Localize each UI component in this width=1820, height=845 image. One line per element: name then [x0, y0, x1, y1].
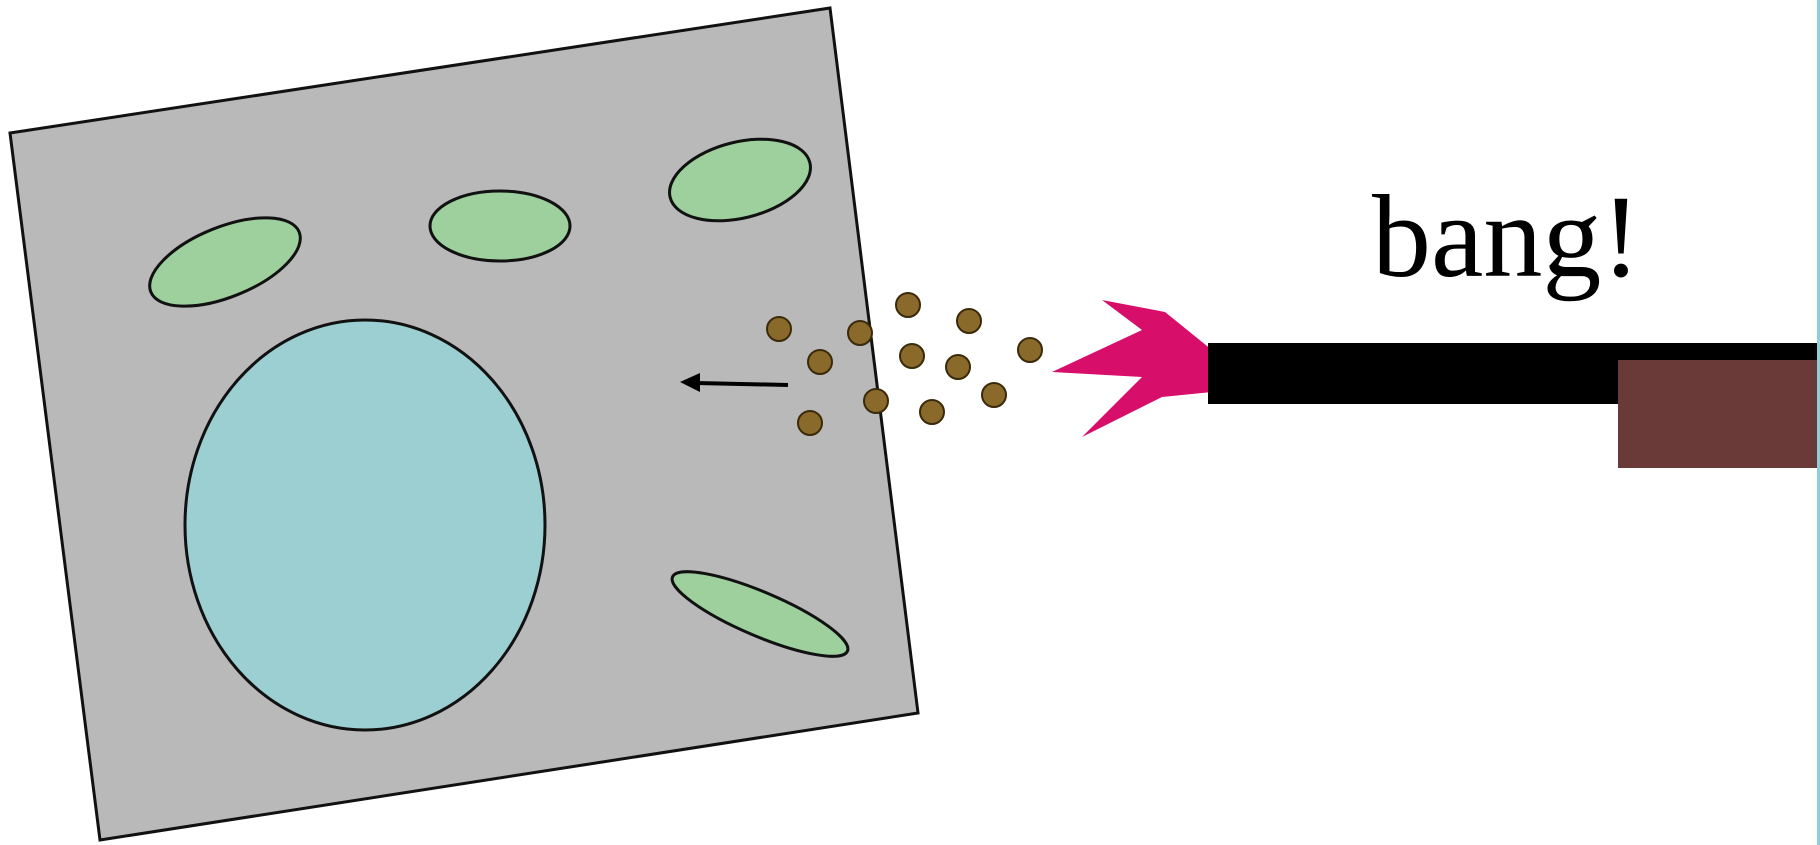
- particle: [864, 389, 888, 413]
- muzzle-flash: [1052, 300, 1212, 437]
- particle: [946, 355, 970, 379]
- gun-stock: [1618, 360, 1820, 468]
- particle: [848, 321, 872, 345]
- particle: [896, 293, 920, 317]
- chloroplast-middle: [430, 191, 570, 261]
- bang-label: bang!: [1372, 178, 1641, 296]
- particle: [767, 317, 791, 341]
- particle: [900, 344, 924, 368]
- particle: [1018, 338, 1042, 362]
- particle: [982, 383, 1006, 407]
- particle: [957, 309, 981, 333]
- particle: [798, 411, 822, 435]
- particle: [808, 350, 832, 374]
- nucleus: [185, 320, 545, 730]
- particle: [920, 400, 944, 424]
